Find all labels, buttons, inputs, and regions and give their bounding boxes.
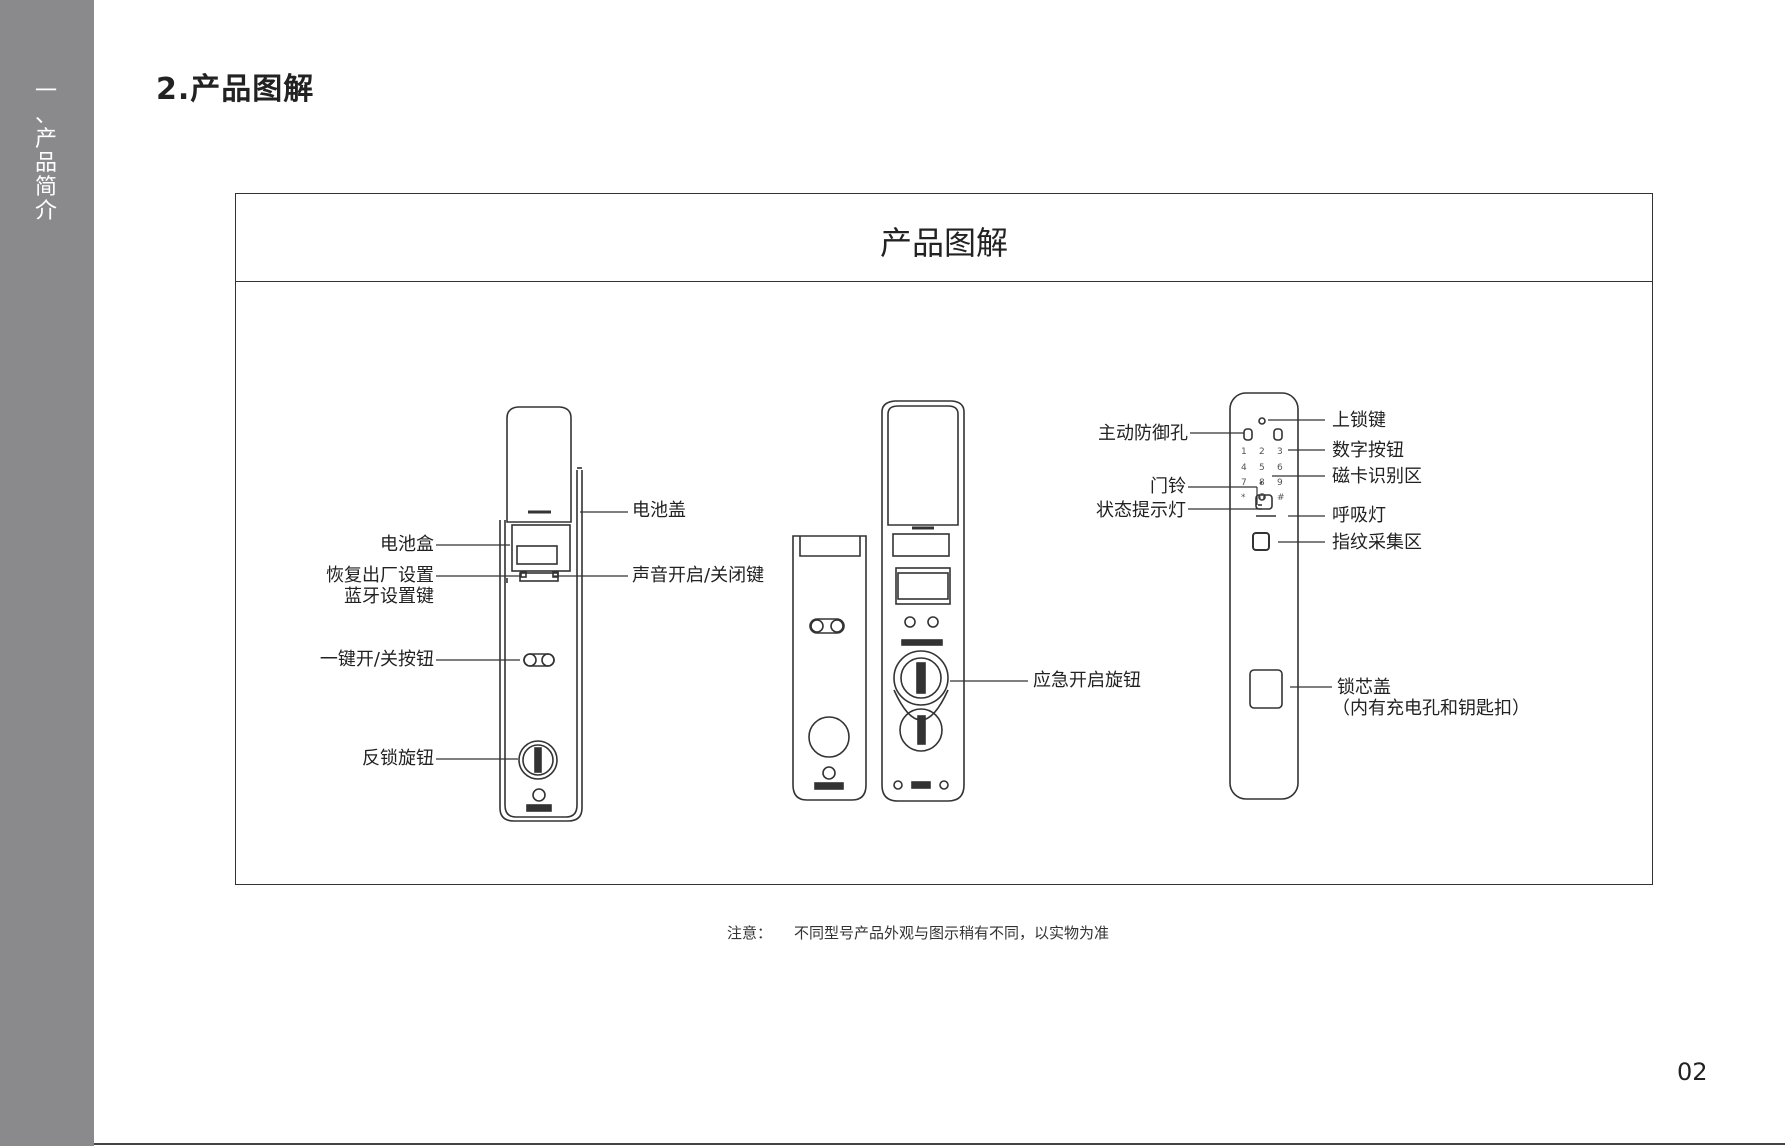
keypad-key: 5 [1259,463,1265,473]
keypad-key: 3 [1277,447,1283,457]
keypad-key: 6 [1277,463,1283,473]
panel-header: 产品图解 [236,194,1652,282]
label-fingerprint-area: 指纹采集区 [1332,532,1422,553]
label-one-key-button: 一键开/关按钮 [319,649,434,670]
label-battery-box: 电池盒 [380,534,434,555]
footnote-key: 注意： [727,924,773,942]
keypad-key: 4 [1241,463,1247,473]
sidebar: 一 、 产 品 简 介 [0,0,94,1146]
sidebar-char: 介 [34,199,57,224]
inner-lock-drawing [881,400,965,802]
front-lock-drawing [1229,392,1299,800]
label-factory-reset: 恢复出厂设置 [326,565,434,586]
keypad-key: * [1241,493,1246,503]
label-battery-cover: 电池盖 [632,500,686,521]
keypad-key: # [1277,493,1285,503]
sidebar-char: 产 [34,127,57,152]
panel-title: 产品图解 [879,224,1008,262]
label-number-keys: 数字按钮 [1332,440,1404,461]
footnote-text: 不同型号产品外观与图示稍有不同，以实物为准 [794,924,1110,942]
label-lock-key: 上锁键 [1332,410,1386,431]
label-breathing-light: 呼吸灯 [1332,505,1386,526]
label-status-light: 状态提示灯 [1096,500,1186,521]
label-doorbell: 门铃 [1150,476,1186,497]
footnote: 注意： 不同型号产品外观与图示稍有不同，以实物为准 [727,922,1109,943]
keypad-key: 9 [1277,478,1283,488]
label-active-defense: 主动防御孔 [1098,423,1188,444]
keypad-key: 2 [1259,447,1265,457]
label-lock-core-cover: 锁芯盖 [1337,677,1391,698]
label-lock-core-note: （内有充电孔和钥匙扣） [1332,698,1530,719]
label-sound-switch: 声音开启/关闭键 [632,565,765,586]
keypad-key: 7 [1241,478,1247,488]
page-number: 02 [1677,1058,1708,1086]
section-heading: 2.产品图解 [156,72,315,107]
keypad-key: 1 [1241,447,1247,457]
label-bluetooth-key: 蓝牙设置键 [344,586,434,607]
keypad-digits: 1 2 3 4 5 6 7 8 9 * 0 # [1241,447,1285,503]
sidebar-char: 、 [34,103,57,128]
rear-lock-drawing [499,406,583,822]
label-card-area: 磁卡识别区 [1332,466,1422,487]
keypad-key: 8 [1259,478,1265,488]
sidebar-char: 品 [34,151,57,176]
sidebar-char: 一 [34,79,57,104]
bottom-rule [94,1143,1785,1145]
diagram-panel: 产品图解 [235,193,1653,885]
back-plate-drawing [792,535,867,801]
sidebar-char: 简 [34,175,57,200]
sidebar-chapter-title: 一 、 产 品 简 介 [26,80,66,224]
label-anti-lock-knob: 反锁旋钮 [362,748,434,769]
label-emergency-knob: 应急开启旋钮 [1033,670,1141,691]
leader-lines [436,419,1332,760]
keypad-key: 0 [1259,493,1265,503]
